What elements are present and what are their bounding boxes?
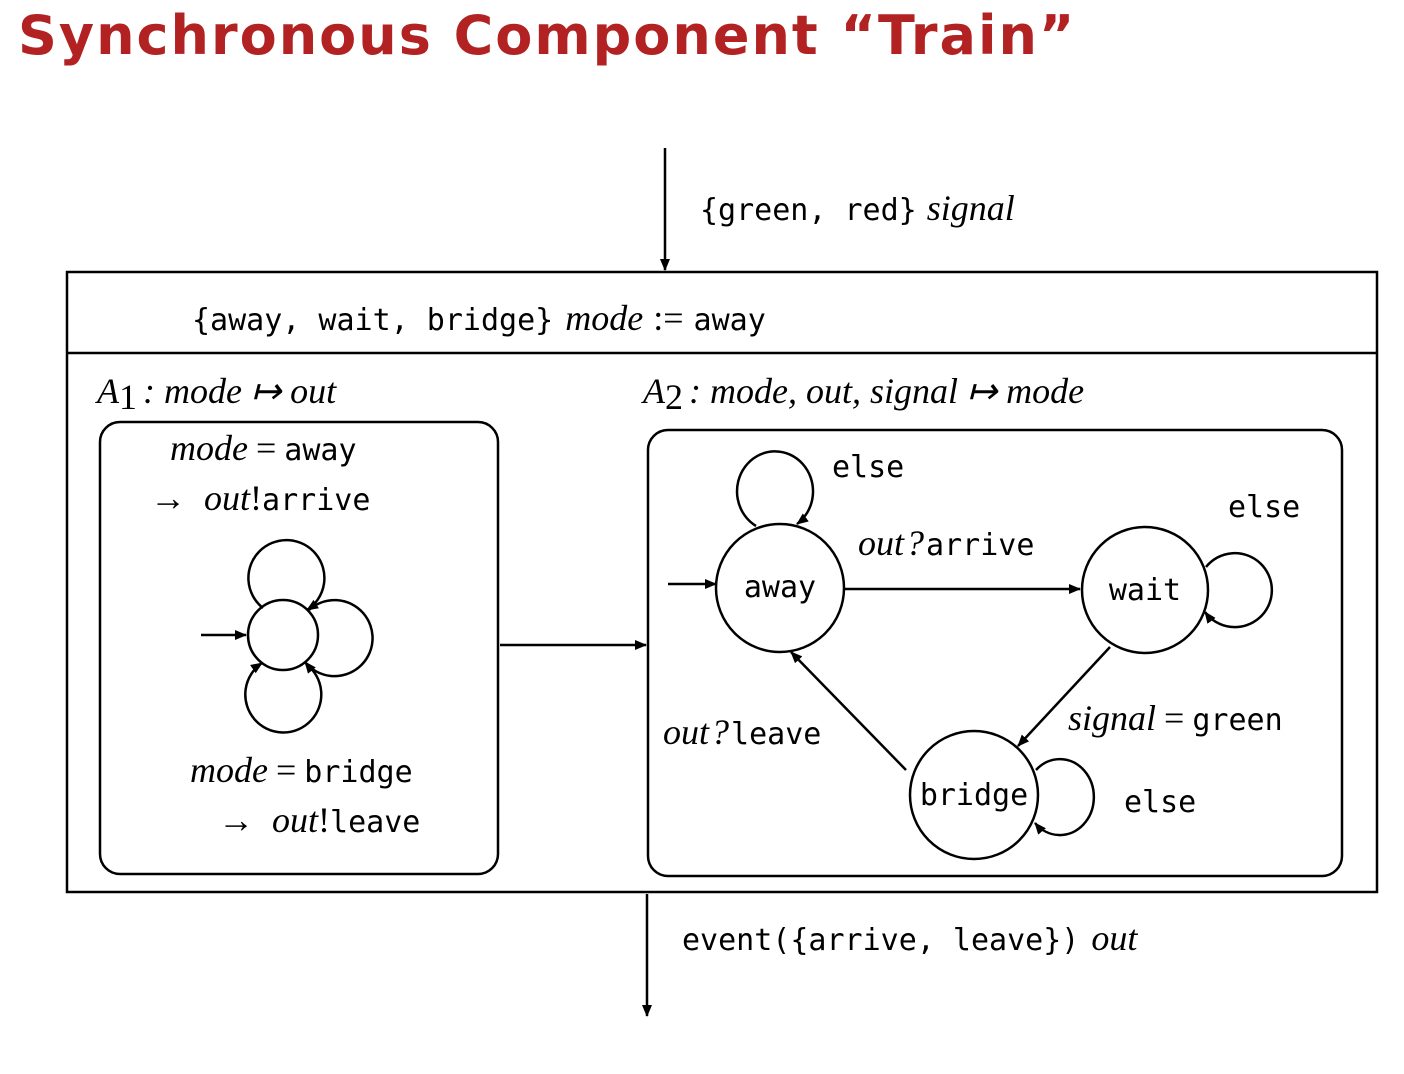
a1-guard-bottom: mode=bridge: [190, 750, 413, 790]
loop-away: [735, 450, 815, 528]
state-bridge-label: bridge: [920, 778, 1028, 813]
a1-guard-top: mode=away: [170, 428, 357, 468]
input-declaration: {green, red}signal: [700, 188, 1015, 228]
loop-wait: [1203, 551, 1274, 629]
a1-action-top: →out!arrive: [150, 478, 370, 518]
component-box: [65, 270, 1379, 894]
task-a1-box: [98, 420, 500, 876]
loop-wait-label: else: [1228, 490, 1300, 525]
edge-wait-bridge: [1017, 646, 1111, 747]
edge-bridge-away: [790, 651, 907, 771]
state-wait-label: wait: [1109, 573, 1181, 608]
a1-loop-top: [247, 538, 326, 612]
state-away-label: away: [744, 570, 816, 605]
edge-wait-bridge-label: signal=green: [1068, 698, 1283, 738]
task-a2-heading: A2: mode, out, signal ↦ mode: [641, 371, 1084, 417]
slide-title: Synchronous Component “Train”: [18, 4, 1077, 67]
loop-away-label: else: [832, 450, 904, 485]
a2-automaton: away wait bridge else out?arrive else si…: [663, 450, 1300, 861]
a1-loop-bottom: [244, 661, 323, 734]
loop-bridge: [1034, 757, 1096, 837]
state-bridge: [908, 729, 1040, 861]
loop-bridge-label: else: [1124, 785, 1196, 820]
state-declaration: {away, wait, bridge}mode:=away: [192, 298, 766, 338]
a1-automaton: [201, 538, 374, 734]
task-a1-heading: A1: mode ↦ out: [95, 371, 337, 417]
state-wait: [1080, 525, 1210, 655]
a1-action-bottom: →out!leave: [218, 800, 420, 840]
output-declaration: event({arrive, leave})out: [682, 918, 1138, 958]
edge-away-wait-label: out?arrive: [858, 523, 1034, 563]
a1-loop-right: [304, 598, 374, 678]
edge-bridge-away-label: out?leave: [663, 712, 821, 752]
task-a2-box: [646, 428, 1344, 878]
a1-state: [246, 598, 320, 672]
